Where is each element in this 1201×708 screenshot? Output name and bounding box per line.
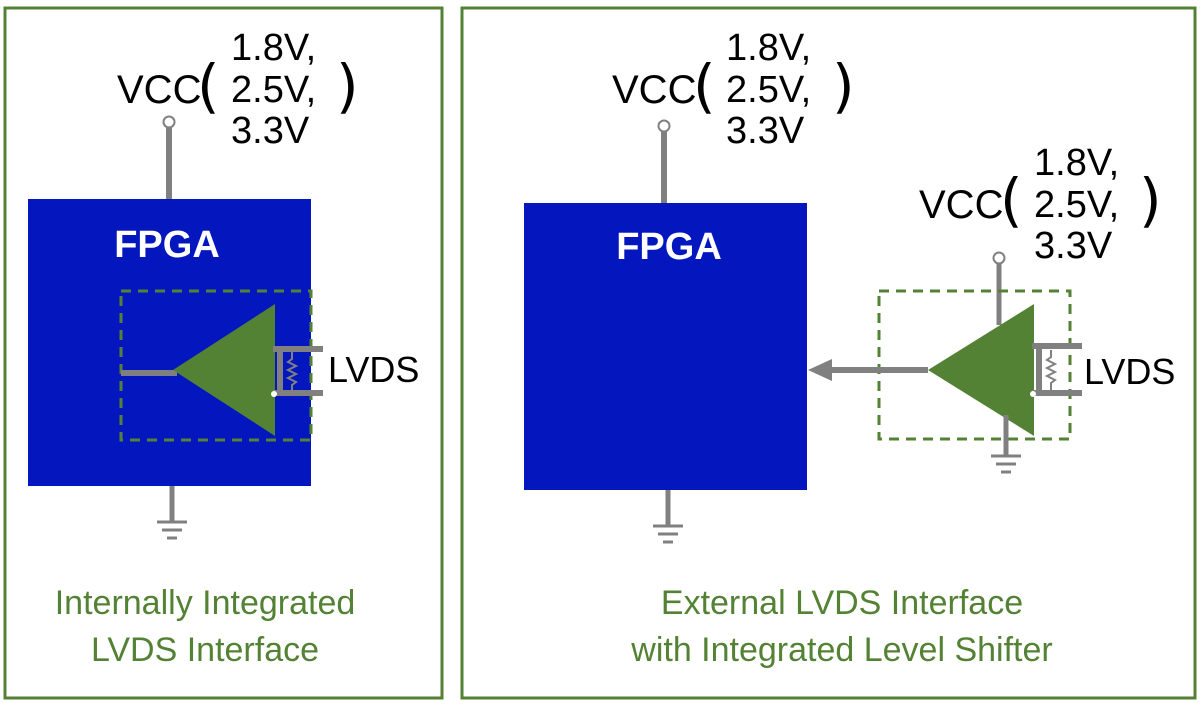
right-shifter-voltage-3: 3.3V: [1034, 225, 1113, 267]
resistor-icon: [1044, 350, 1058, 390]
right-caption-line-1: External LVDS Interface: [661, 584, 1023, 622]
right-fpga-block: [524, 203, 807, 490]
right-lvds-node: [1030, 391, 1036, 397]
left-panel-border: [3, 6, 444, 700]
left-vcc-open-paren: (: [197, 52, 220, 120]
left-lvds-label: LVDS: [328, 349, 419, 390]
right-shifter-vcc-close-paren: ): [1139, 166, 1162, 234]
ground-icon: [653, 490, 683, 544]
right-fpga-voltage-3: 3.3V: [726, 110, 805, 152]
right-shifter-vcc-label: VCC: [919, 183, 1003, 227]
power-pin-icon: [657, 119, 671, 133]
right-fpga-vcc-close-paren: ): [832, 52, 855, 120]
right-shifter-dashed-box: [877, 289, 1072, 441]
right-shifter-voltage-2: 2.5V,: [1034, 184, 1119, 226]
left-voltage-3: 3.3V: [231, 110, 310, 152]
resistor-icon: [285, 352, 299, 391]
ground-icon: [157, 486, 187, 540]
ground-icon: [991, 454, 1021, 474]
left-lvds-dashed-box: [119, 289, 313, 442]
right-fpga-title: FPGA: [616, 226, 722, 268]
right-panel-border: [460, 6, 1197, 700]
right-fpga-vcc-open-paren: (: [693, 52, 716, 120]
left-vcc-label: VCC: [117, 68, 201, 112]
right-lvds-label: LVDS: [1084, 351, 1175, 392]
amplifier-triangle-icon: [173, 304, 275, 436]
left-caption-line-2: LVDS Interface: [91, 631, 319, 669]
left-vcc-close-paren: ): [336, 52, 359, 120]
left-fpga-title: FPGA: [114, 224, 220, 266]
right-shifter-vcc-open-paren: (: [1000, 166, 1023, 234]
power-pin-icon: [992, 251, 1006, 265]
left-voltage-1: 1.8V,: [231, 27, 316, 69]
arrow-left-icon: [808, 359, 832, 381]
right-fpga-voltage-2: 2.5V,: [726, 69, 811, 111]
right-shifter-voltage-1: 1.8V,: [1034, 142, 1119, 184]
right-fpga-voltage-1: 1.8V,: [726, 27, 811, 69]
left-caption-line-1: Internally Integrated: [55, 584, 356, 622]
amplifier-triangle-icon: [928, 304, 1034, 436]
right-fpga-vcc-label: VCC: [612, 68, 696, 112]
left-lvds-node: [271, 391, 277, 397]
left-voltage-2: 2.5V,: [231, 69, 316, 111]
power-pin-icon: [162, 115, 176, 129]
right-caption-line-2: with Integrated Level Shifter: [630, 631, 1052, 669]
